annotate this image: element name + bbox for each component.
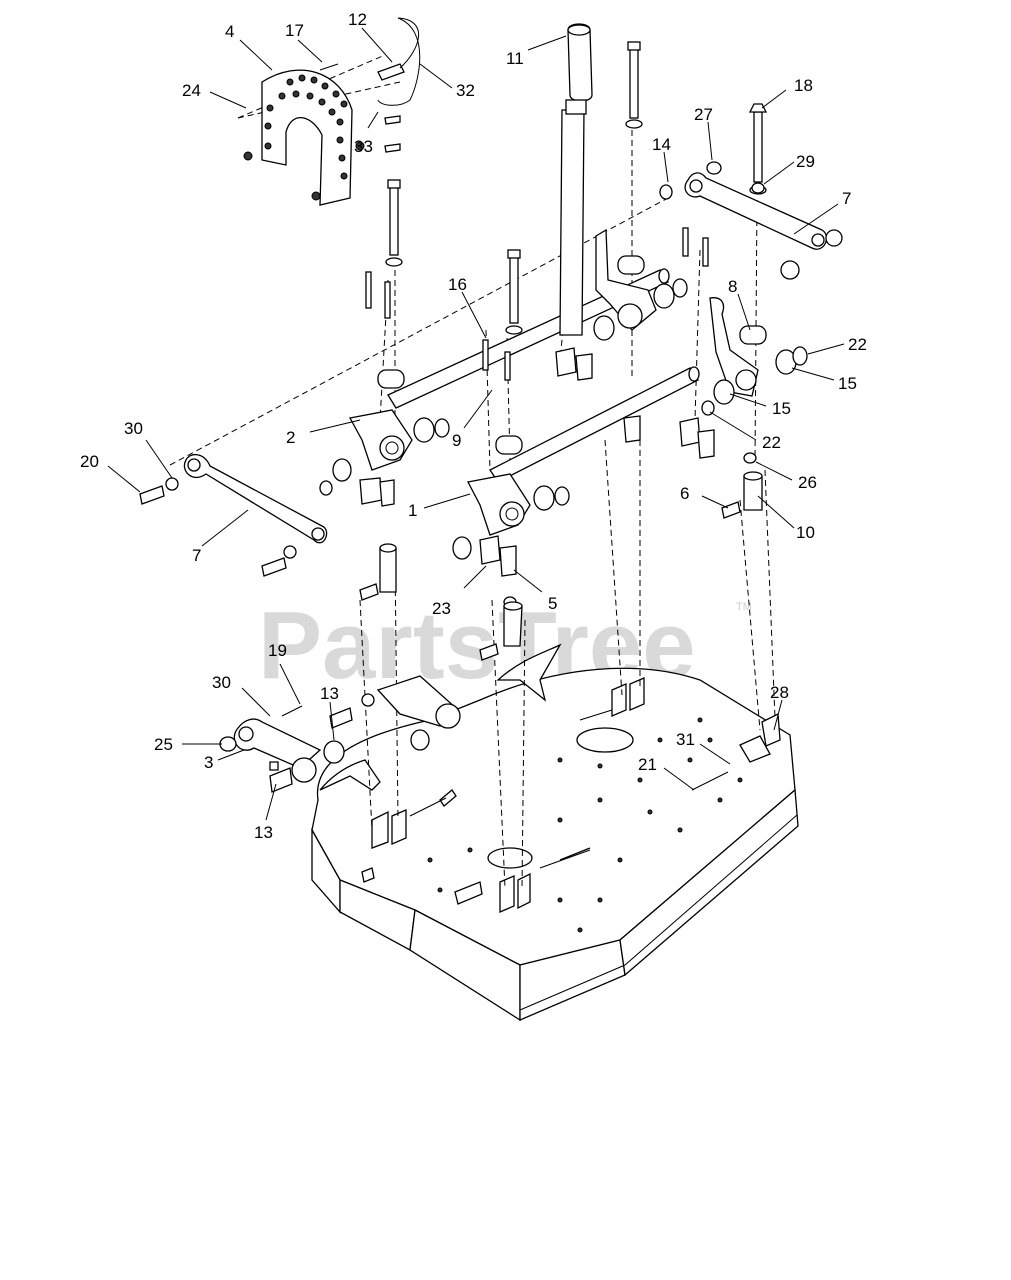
callout-label: 5 — [548, 594, 557, 613]
callout-label: 10 — [796, 523, 815, 542]
callout-label: 7 — [842, 189, 851, 208]
deck-pivot-plate — [496, 643, 562, 702]
callout-label: 13 — [254, 823, 273, 842]
callout-label: 29 — [796, 152, 815, 171]
detent-pin — [377, 63, 405, 81]
callout-label: 22 — [762, 433, 781, 452]
callout-label: 21 — [638, 755, 657, 774]
pivot-blocks — [359, 347, 715, 577]
callout-label: 28 — [770, 683, 789, 702]
callout-label: 18 — [794, 76, 813, 95]
leader-lines — [107, 27, 845, 821]
callout-label: 17 — [285, 21, 304, 40]
deck-holes — [427, 717, 743, 933]
callout-label: 31 — [676, 730, 695, 749]
callout-label: 9 — [452, 431, 461, 450]
callout-label: 30 — [124, 419, 143, 438]
mower-deck — [311, 667, 799, 1022]
callout-label: 32 — [456, 81, 475, 100]
callout-label: 12 — [348, 10, 367, 29]
lift-shaft-lower — [489, 366, 700, 483]
callout-label: 22 — [848, 335, 867, 354]
watermark-trademark: TM — [736, 601, 752, 613]
callout-label: 19 — [268, 641, 287, 660]
callout-label: 13 — [320, 684, 339, 703]
callout-labels: 4 17 12 11 24 32 33 14 27 18 29 7 16 8 2… — [80, 10, 867, 842]
callout-label: 8 — [728, 277, 737, 296]
link-arm-left — [183, 454, 328, 544]
lift-handle — [559, 23, 593, 336]
callout-label: 20 — [80, 452, 99, 471]
callout-label: 2 — [286, 428, 295, 447]
lift-bracket-2 — [349, 369, 413, 471]
callout-label: 3 — [204, 753, 213, 772]
callout-label: 15 — [772, 399, 791, 418]
lift-bracket-8 — [709, 297, 767, 397]
bushings-and-washers — [165, 161, 843, 707]
deck-pivot-plate — [319, 759, 381, 791]
deck-spindle-opening — [487, 847, 533, 869]
callout-label: 4 — [225, 22, 234, 41]
callout-label: 14 — [652, 135, 671, 154]
callout-label: 33 — [354, 137, 373, 156]
callout-label: 7 — [192, 546, 201, 565]
callout-label: 25 — [154, 735, 173, 754]
lift-bracket-1 — [467, 435, 531, 536]
callout-label: 11 — [506, 49, 524, 68]
callout-label: 15 — [838, 374, 857, 393]
link-arm-right — [684, 172, 828, 250]
callout-label: 16 — [448, 275, 467, 294]
pivot-arm — [281, 675, 461, 751]
pivot-studs — [139, 471, 763, 661]
callout-label: 6 — [680, 484, 689, 503]
handle-pivot-bracket — [595, 228, 657, 331]
callout-label: 24 — [182, 81, 201, 100]
callout-label: 1 — [408, 501, 417, 520]
callout-label: 27 — [694, 105, 713, 124]
callout-label: 26 — [798, 473, 817, 492]
deck-spindle-opening — [576, 727, 634, 753]
callout-label: 30 — [212, 673, 231, 692]
callout-label: 23 — [432, 599, 451, 618]
lanyard-cable — [377, 17, 421, 106]
handle-plate — [243, 69, 365, 206]
front-link-arm — [219, 718, 345, 793]
